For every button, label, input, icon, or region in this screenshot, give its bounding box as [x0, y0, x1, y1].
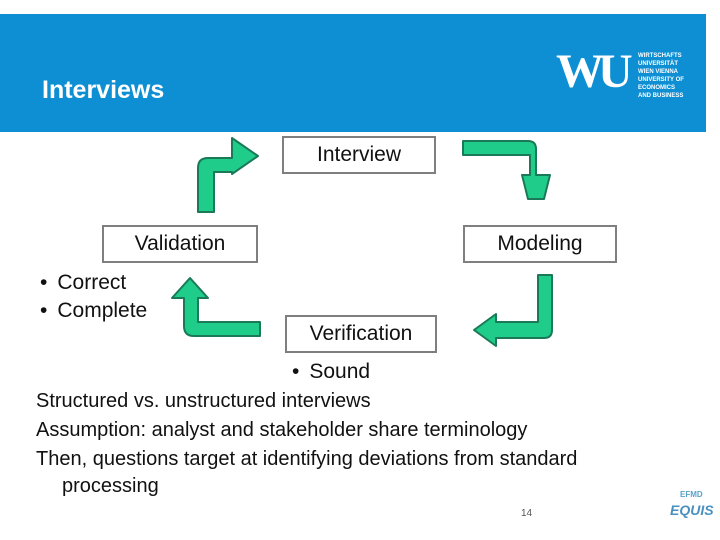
- page-number: 14: [521, 508, 533, 519]
- logo-text: WIRTSCHAFTS UNIVERSITÄT WIEN VIENNA UNIV…: [638, 53, 684, 99]
- arrow-modeling-to-verification: [473, 274, 553, 347]
- body-line: Assumption: analyst and stakeholder shar…: [36, 419, 528, 441]
- node-interview: Interview: [282, 136, 436, 174]
- bullet-item: •Complete: [40, 299, 148, 322]
- header-bar: Interviews WU WIRTSCHAFTS UNIVERSITÄT WI…: [0, 14, 706, 132]
- verification-bullet-list: •Sound: [292, 358, 370, 386]
- node-modeling: Modeling: [463, 225, 617, 263]
- arrow-interview-to-modeling: [462, 140, 551, 200]
- arrow-verification-to-validation: [171, 277, 261, 337]
- equis-logo: EFMD EQUIS: [656, 490, 714, 522]
- body-line: Then, questions target at identifying de…: [36, 448, 578, 470]
- slide-title: Interviews: [42, 76, 165, 104]
- equis-label: EQUIS: [670, 502, 714, 518]
- body-line: Structured vs. unstructured interviews: [36, 390, 371, 412]
- bullet-item: •Correct: [40, 271, 127, 294]
- body-line-continuation: processing: [62, 475, 159, 497]
- efmd-badge: EFMD: [680, 490, 703, 499]
- node-verification: Verification: [285, 315, 437, 353]
- body-text: Structured vs. unstructured interviews A…: [36, 387, 676, 498]
- bullet-item: •Sound: [292, 360, 371, 383]
- arrow-validation-to-interview: [197, 137, 259, 213]
- validation-bullet-list: •Correct •Complete: [40, 269, 147, 325]
- logo-mark: WU: [556, 45, 633, 98]
- node-validation: Validation: [102, 225, 258, 263]
- wu-logo: WU WIRTSCHAFTS UNIVERSITÄT WIEN VIENNA U…: [556, 48, 696, 118]
